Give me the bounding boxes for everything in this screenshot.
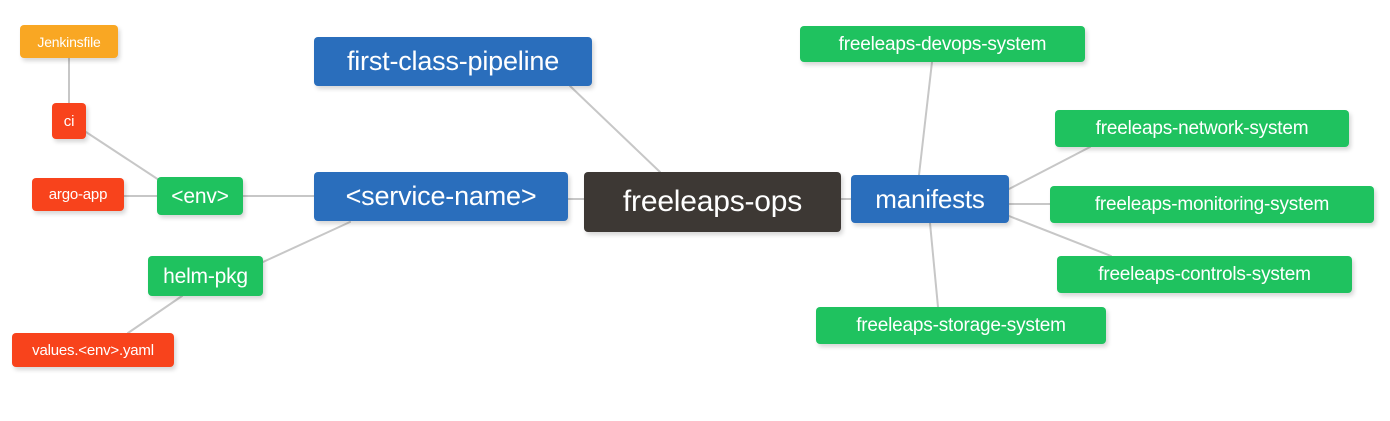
node-label: freeleaps-network-system xyxy=(1095,118,1309,139)
node-label: <service-name> xyxy=(345,181,537,211)
mindmap-node-helm-pkg[interactable]: helm-pkg xyxy=(148,256,263,296)
node-label: freeleaps-controls-system xyxy=(1098,264,1311,285)
mindmap-node-storage-system[interactable]: freeleaps-storage-system xyxy=(816,307,1106,344)
node-label: freeleaps-devops-system xyxy=(838,33,1047,55)
node-label: helm-pkg xyxy=(163,264,248,288)
edge-values-yaml-to-helm-pkg xyxy=(127,295,183,334)
node-label: first-class-pipeline xyxy=(346,46,560,76)
node-label: freeleaps-monitoring-system xyxy=(1094,194,1330,215)
node-label: freeleaps-storage-system xyxy=(856,315,1066,336)
node-label: manifests xyxy=(875,184,985,214)
mindmap-node-devops-system[interactable]: freeleaps-devops-system xyxy=(800,26,1085,62)
mindmap-node-jenkinsfile[interactable]: Jenkinsfile xyxy=(20,25,118,58)
edge-first-class-pipeline-to-freeleaps-ops xyxy=(569,85,661,173)
mindmap-node-monitoring-system[interactable]: freeleaps-monitoring-system xyxy=(1050,186,1374,223)
node-label: values.<env>.yaml xyxy=(32,341,154,359)
edge-helm-pkg-to-service-name xyxy=(262,221,351,263)
node-label: <env> xyxy=(171,184,229,208)
node-label: Jenkinsfile xyxy=(37,33,101,50)
node-label: ci xyxy=(63,112,75,130)
mindmap-node-controls-system[interactable]: freeleaps-controls-system xyxy=(1057,256,1352,293)
node-label: freeleaps-ops xyxy=(622,185,803,218)
edge-manifests-to-storage-system xyxy=(929,222,939,308)
mindmap-node-manifests[interactable]: manifests xyxy=(851,175,1009,223)
mindmap-node-argo-app[interactable]: argo-app xyxy=(32,178,124,211)
mindmap-node-freeleaps-ops[interactable]: freeleaps-ops xyxy=(584,172,841,232)
edge-manifests-to-devops-system xyxy=(918,61,933,176)
edge-manifests-to-network-system xyxy=(1008,146,1091,190)
mindmap-node-service-name[interactable]: <service-name> xyxy=(314,172,568,221)
edge-ci-to-env xyxy=(85,131,160,181)
mindmap-node-env[interactable]: <env> xyxy=(157,177,243,215)
node-label: argo-app xyxy=(48,186,108,203)
mindmap-node-network-system[interactable]: freeleaps-network-system xyxy=(1055,110,1349,147)
mindmap-node-values-yaml[interactable]: values.<env>.yaml xyxy=(12,333,174,367)
mindmap-node-first-class-pipeline[interactable]: first-class-pipeline xyxy=(314,37,592,86)
mindmap-node-ci[interactable]: ci xyxy=(52,103,86,139)
